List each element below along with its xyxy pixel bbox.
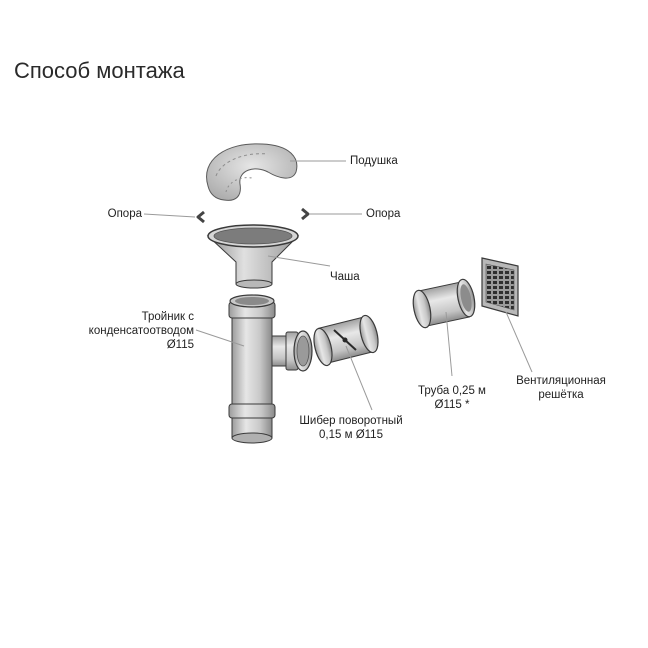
label-bowl: Чаша <box>330 271 360 283</box>
label-tee-line1: Тройник с <box>141 311 194 323</box>
leader-lines <box>143 160 533 411</box>
damper-part <box>313 314 379 367</box>
label-pipe-line1: Труба 0,25 м <box>418 385 486 397</box>
ventilation-grille <box>481 257 519 317</box>
label-pipe: Труба 0,25 м Ø115 * <box>412 384 492 412</box>
label-damper-line1: Шибер поворотный <box>299 415 403 427</box>
label-tee-line3: Ø115 <box>166 339 194 351</box>
tee-part <box>228 294 313 444</box>
label-pipe-line2: Ø115 * <box>434 399 470 411</box>
label-tee: Тройник с конденсатоотводом Ø115 <box>82 310 194 352</box>
leader-pipe <box>445 311 453 377</box>
leader-grille <box>505 311 533 373</box>
label-support-left: Опора <box>107 208 142 220</box>
label-grille-line2: решётка <box>538 389 584 401</box>
leader-support-left <box>143 213 196 218</box>
label-damper-line2: 0,15 м Ø115 <box>319 429 383 441</box>
support-right <box>301 207 310 221</box>
bowl-part <box>206 224 300 289</box>
label-grille: Вентиляционная решётка <box>506 374 616 402</box>
label-grille-line1: Вентиляционная <box>516 375 606 387</box>
leader-damper <box>345 345 373 411</box>
cushion-part <box>206 143 298 201</box>
leader-bowl <box>267 255 331 267</box>
leader-tee <box>195 329 245 347</box>
support-left <box>196 210 205 224</box>
label-cushion: Подушка <box>350 155 398 167</box>
pipe-part <box>412 278 476 329</box>
label-support-right: Опора <box>366 208 401 220</box>
label-damper: Шибер поворотный 0,15 м Ø115 <box>292 414 410 442</box>
page-title: Способ монтажа <box>14 58 185 83</box>
label-tee-line2: конденсатоотводом <box>88 325 194 337</box>
